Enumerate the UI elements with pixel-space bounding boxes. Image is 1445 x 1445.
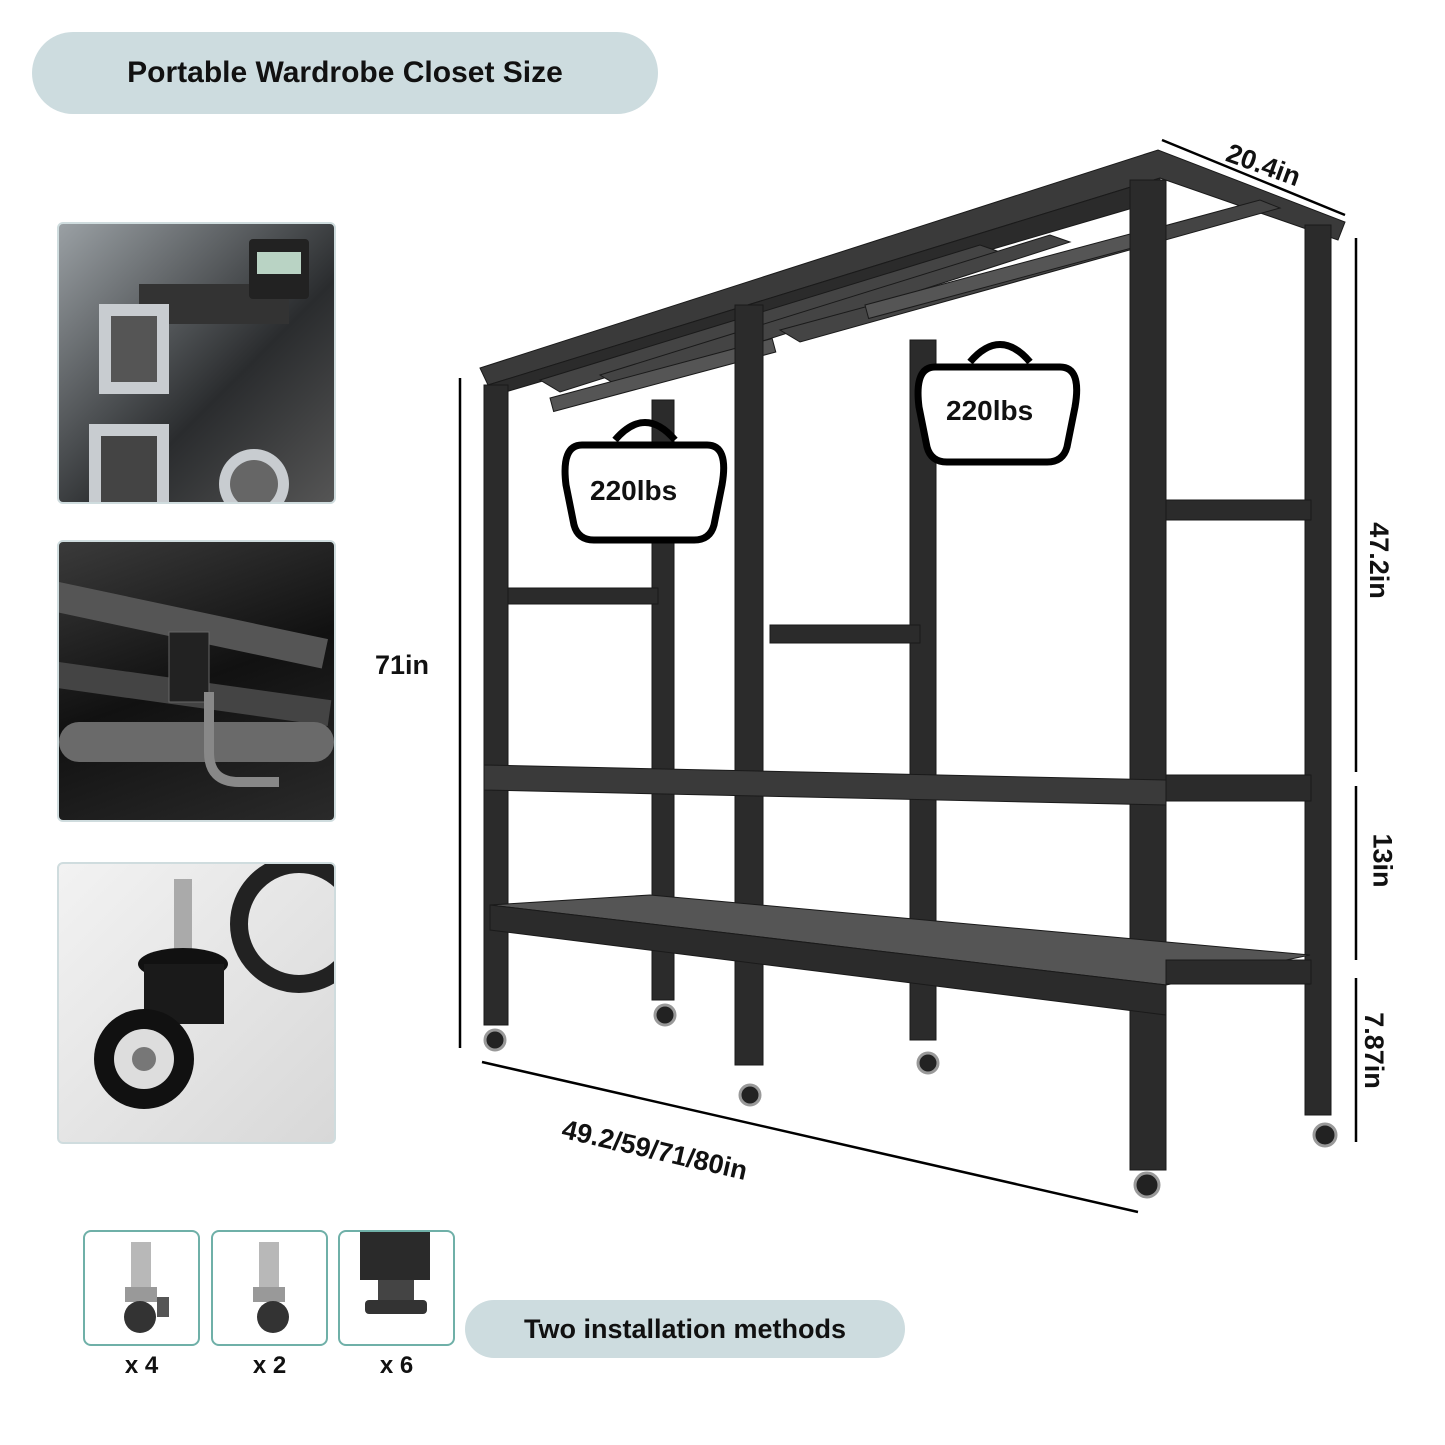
bottom-height-label: 7.87in xyxy=(1358,1012,1389,1089)
leg-back-left xyxy=(651,399,675,1001)
middle-shelf xyxy=(483,764,1167,806)
square-tube-caliper-photo xyxy=(57,222,336,504)
hanging-rod-bracket-photo xyxy=(57,540,336,822)
total-height-label: 71in xyxy=(375,650,430,680)
upper-height-label: 47.2in xyxy=(1363,522,1394,599)
middle-height-label: 13in xyxy=(1367,833,1398,888)
leveling-foot-icon xyxy=(338,1230,455,1346)
load-label: 220lbs xyxy=(946,395,1034,426)
caster-wheels xyxy=(483,1003,1338,1199)
weight-bag-icons xyxy=(561,341,1081,544)
tube-illustration xyxy=(89,239,309,502)
bracket-illustration xyxy=(59,582,334,787)
load-label: 220lbs xyxy=(590,475,678,506)
part-quantity: x 4 xyxy=(124,1352,159,1379)
page-title: Portable Wardrobe Closet Size xyxy=(32,32,658,114)
caster-illustration xyxy=(94,864,334,1109)
dimension-lines xyxy=(458,138,1358,1214)
caster-wheel-photo xyxy=(57,862,336,1144)
leg-front-right xyxy=(1129,179,1167,1171)
part-quantity: x 2 xyxy=(252,1352,287,1379)
part-quantity: x 6 xyxy=(379,1352,414,1379)
install-methods-label: Two installation methods xyxy=(465,1300,905,1358)
caster-icon xyxy=(211,1230,328,1346)
locking-caster-icon xyxy=(83,1230,200,1346)
